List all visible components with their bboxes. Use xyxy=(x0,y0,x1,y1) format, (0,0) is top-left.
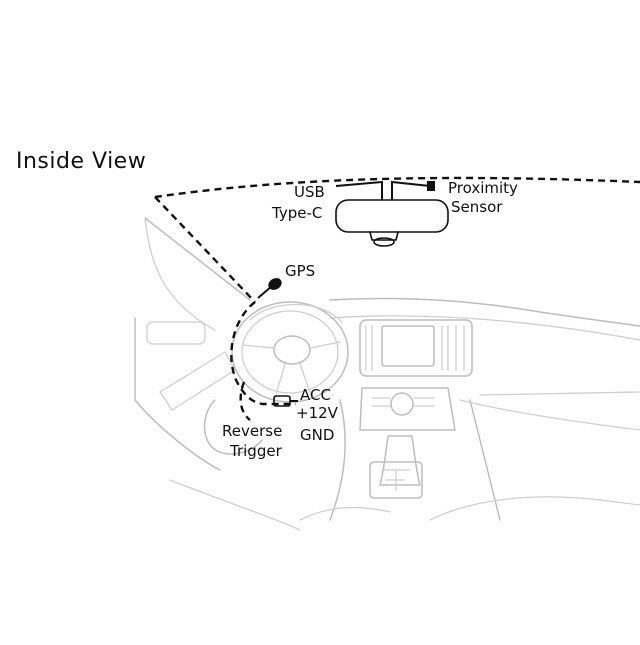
steering-hub xyxy=(273,335,311,365)
mirror-body xyxy=(335,199,449,233)
rear-camera xyxy=(373,237,395,247)
door-handle xyxy=(146,321,206,345)
floor-left xyxy=(169,479,301,531)
label-acc: ACC xyxy=(300,386,331,404)
dash-cable-route xyxy=(230,301,296,406)
gps-module-icon xyxy=(268,278,282,290)
door-panel xyxy=(134,317,221,471)
label-usb: USB xyxy=(294,183,325,201)
proximity-sensor-icon xyxy=(427,181,435,191)
headliner-cable-route xyxy=(154,176,640,199)
infotainment-screen xyxy=(381,325,435,367)
label-sensor: Sensor xyxy=(451,198,503,216)
label-reverse: Reverse xyxy=(222,422,282,440)
proximity-cable xyxy=(391,180,431,200)
mirror-mount xyxy=(369,231,399,241)
dashboard-top xyxy=(329,297,640,327)
label-gps: GPS xyxy=(285,262,315,280)
diagram-title: Inside View xyxy=(16,149,146,174)
label-gnd: GND xyxy=(300,426,334,444)
seat-right xyxy=(429,496,640,521)
label-trigger: Trigger xyxy=(229,442,283,460)
instrument-hood xyxy=(249,303,343,323)
center-stack-frame xyxy=(359,319,473,377)
mirror-dashcam xyxy=(335,180,449,247)
a-pillar-edge xyxy=(144,217,216,331)
climate-knob xyxy=(390,392,414,416)
shifter-console xyxy=(369,461,423,499)
air-vents xyxy=(365,325,465,371)
usb-cable xyxy=(335,180,383,200)
car-interior-sketch xyxy=(134,217,640,531)
steering-spokes xyxy=(241,341,341,399)
a-pillar-inner xyxy=(144,217,251,301)
dash-lower-right xyxy=(459,399,640,431)
label-type-c: Type-C xyxy=(271,204,322,222)
a-pillar-cable-route xyxy=(154,196,256,303)
reverse-cable-route xyxy=(239,381,251,421)
dashboard-line-2 xyxy=(329,315,640,341)
cable-route xyxy=(154,176,640,421)
label-proximity: Proximity xyxy=(448,179,518,197)
steering-wheel-inner xyxy=(241,310,339,394)
label-12v: +12V xyxy=(296,404,339,422)
seat-left xyxy=(203,399,263,455)
seat-cushion-left xyxy=(299,506,391,521)
door-armrest xyxy=(159,351,236,411)
glovebox-line xyxy=(479,391,640,396)
gear-shifter xyxy=(379,435,421,486)
climate-buttons xyxy=(371,397,435,407)
gear-pattern xyxy=(381,469,411,491)
climate-panel xyxy=(359,387,456,431)
center-console xyxy=(329,399,501,521)
